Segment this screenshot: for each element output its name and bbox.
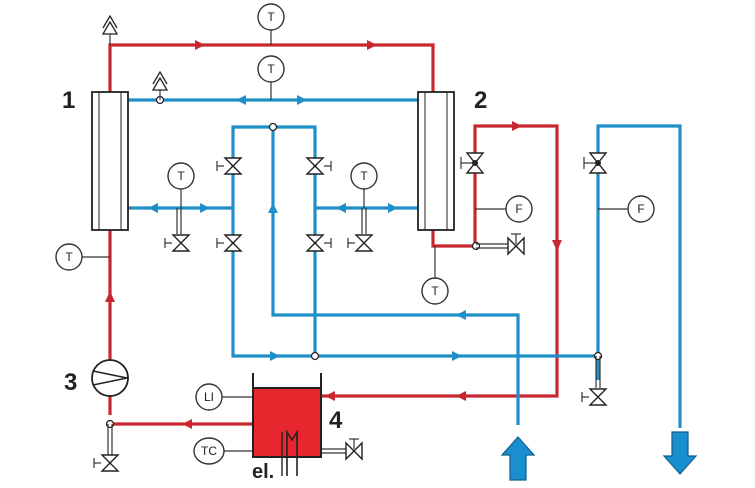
flow-indicator-blue: F [627, 195, 655, 223]
svg-text:LI: LI [204, 390, 214, 404]
cold-outlet-pipe [596, 124, 682, 428]
temp-indicator-hx1: T [55, 243, 83, 271]
flow-arrow [236, 95, 246, 105]
valve-icon [216, 157, 243, 175]
svg-text:TC: TC [201, 444, 217, 458]
svg-text:T: T [177, 169, 185, 183]
svg-text:T: T [360, 169, 368, 183]
instrument-leads [82, 30, 628, 452]
flow-arrow [452, 351, 462, 361]
temp-indicator-hx2: T [421, 277, 449, 305]
cold-water-outlet-arrow [662, 431, 698, 475]
flow-arrow [182, 419, 192, 429]
flow-arrow [552, 240, 562, 251]
drain-valve-icon [164, 208, 191, 252]
label-pump: 3 [64, 369, 77, 396]
control-valve-icon [460, 152, 485, 174]
flow-arrow [105, 291, 115, 302]
flow-arrow [195, 40, 205, 50]
electric-heater-icon [281, 429, 298, 476]
vent-icon [101, 14, 119, 45]
flow-arrow [456, 310, 466, 320]
svg-text:T: T [267, 10, 275, 24]
svg-text:F: F [637, 202, 644, 216]
valve-icon [305, 234, 332, 252]
flow-indicator-red: F [505, 195, 533, 223]
svg-text:T: T [65, 250, 73, 264]
svg-text:T: T [431, 284, 439, 298]
temp-indicator-mid-right: T [350, 162, 378, 190]
flow-arrow [336, 203, 346, 213]
cold-water-inlet-arrow [500, 436, 536, 481]
drain-valve-icon [347, 208, 374, 252]
temp-indicator-top-red: T [257, 3, 285, 31]
label-tank: 4 [329, 407, 343, 434]
flow-arrow [367, 40, 377, 50]
level-indicator: LI [195, 383, 223, 411]
valve-icon [305, 157, 332, 175]
control-valve-icon [583, 152, 608, 174]
pipe-junctions [105, 95, 603, 429]
flow-arrow [388, 203, 398, 213]
valve-icon [476, 233, 525, 256]
flow-arrow [456, 391, 466, 401]
vent-icon [151, 70, 169, 100]
cold-return-left [231, 208, 598, 358]
heat-exchanger-1 [91, 91, 129, 231]
cold-water-pipes [128, 98, 682, 428]
flow-arrow [148, 203, 158, 213]
temp-indicator-top-blue: T [257, 55, 285, 83]
valve-icon [93, 424, 120, 472]
flow-arrow [325, 391, 335, 401]
label-heat-exchanger-1: 1 [62, 87, 75, 114]
hot-return-pipe [322, 124, 559, 398]
cold-flow-arrows [148, 95, 466, 361]
label-electric-heater: el. [252, 461, 274, 483]
valve-icon [216, 234, 243, 252]
hot-flow-arrows [105, 40, 562, 429]
flow-arrow [512, 121, 522, 131]
label-heat-exchanger-2: 2 [474, 87, 487, 114]
valve-icon [321, 438, 363, 461]
pump-icon [91, 359, 129, 397]
cold-inlet-pipe [271, 127, 520, 425]
flow-arrow [200, 203, 210, 213]
valve-icon [581, 356, 608, 406]
flow-arrow [297, 95, 307, 105]
heat-exchanger-2 [417, 91, 455, 231]
flow-arrow [268, 203, 278, 213]
svg-text:F: F [515, 202, 522, 216]
temp-indicator-mid-left: T [167, 162, 195, 190]
flow-arrow [270, 351, 280, 361]
temperature-controller: TC [193, 437, 225, 465]
svg-text:T: T [267, 62, 275, 76]
